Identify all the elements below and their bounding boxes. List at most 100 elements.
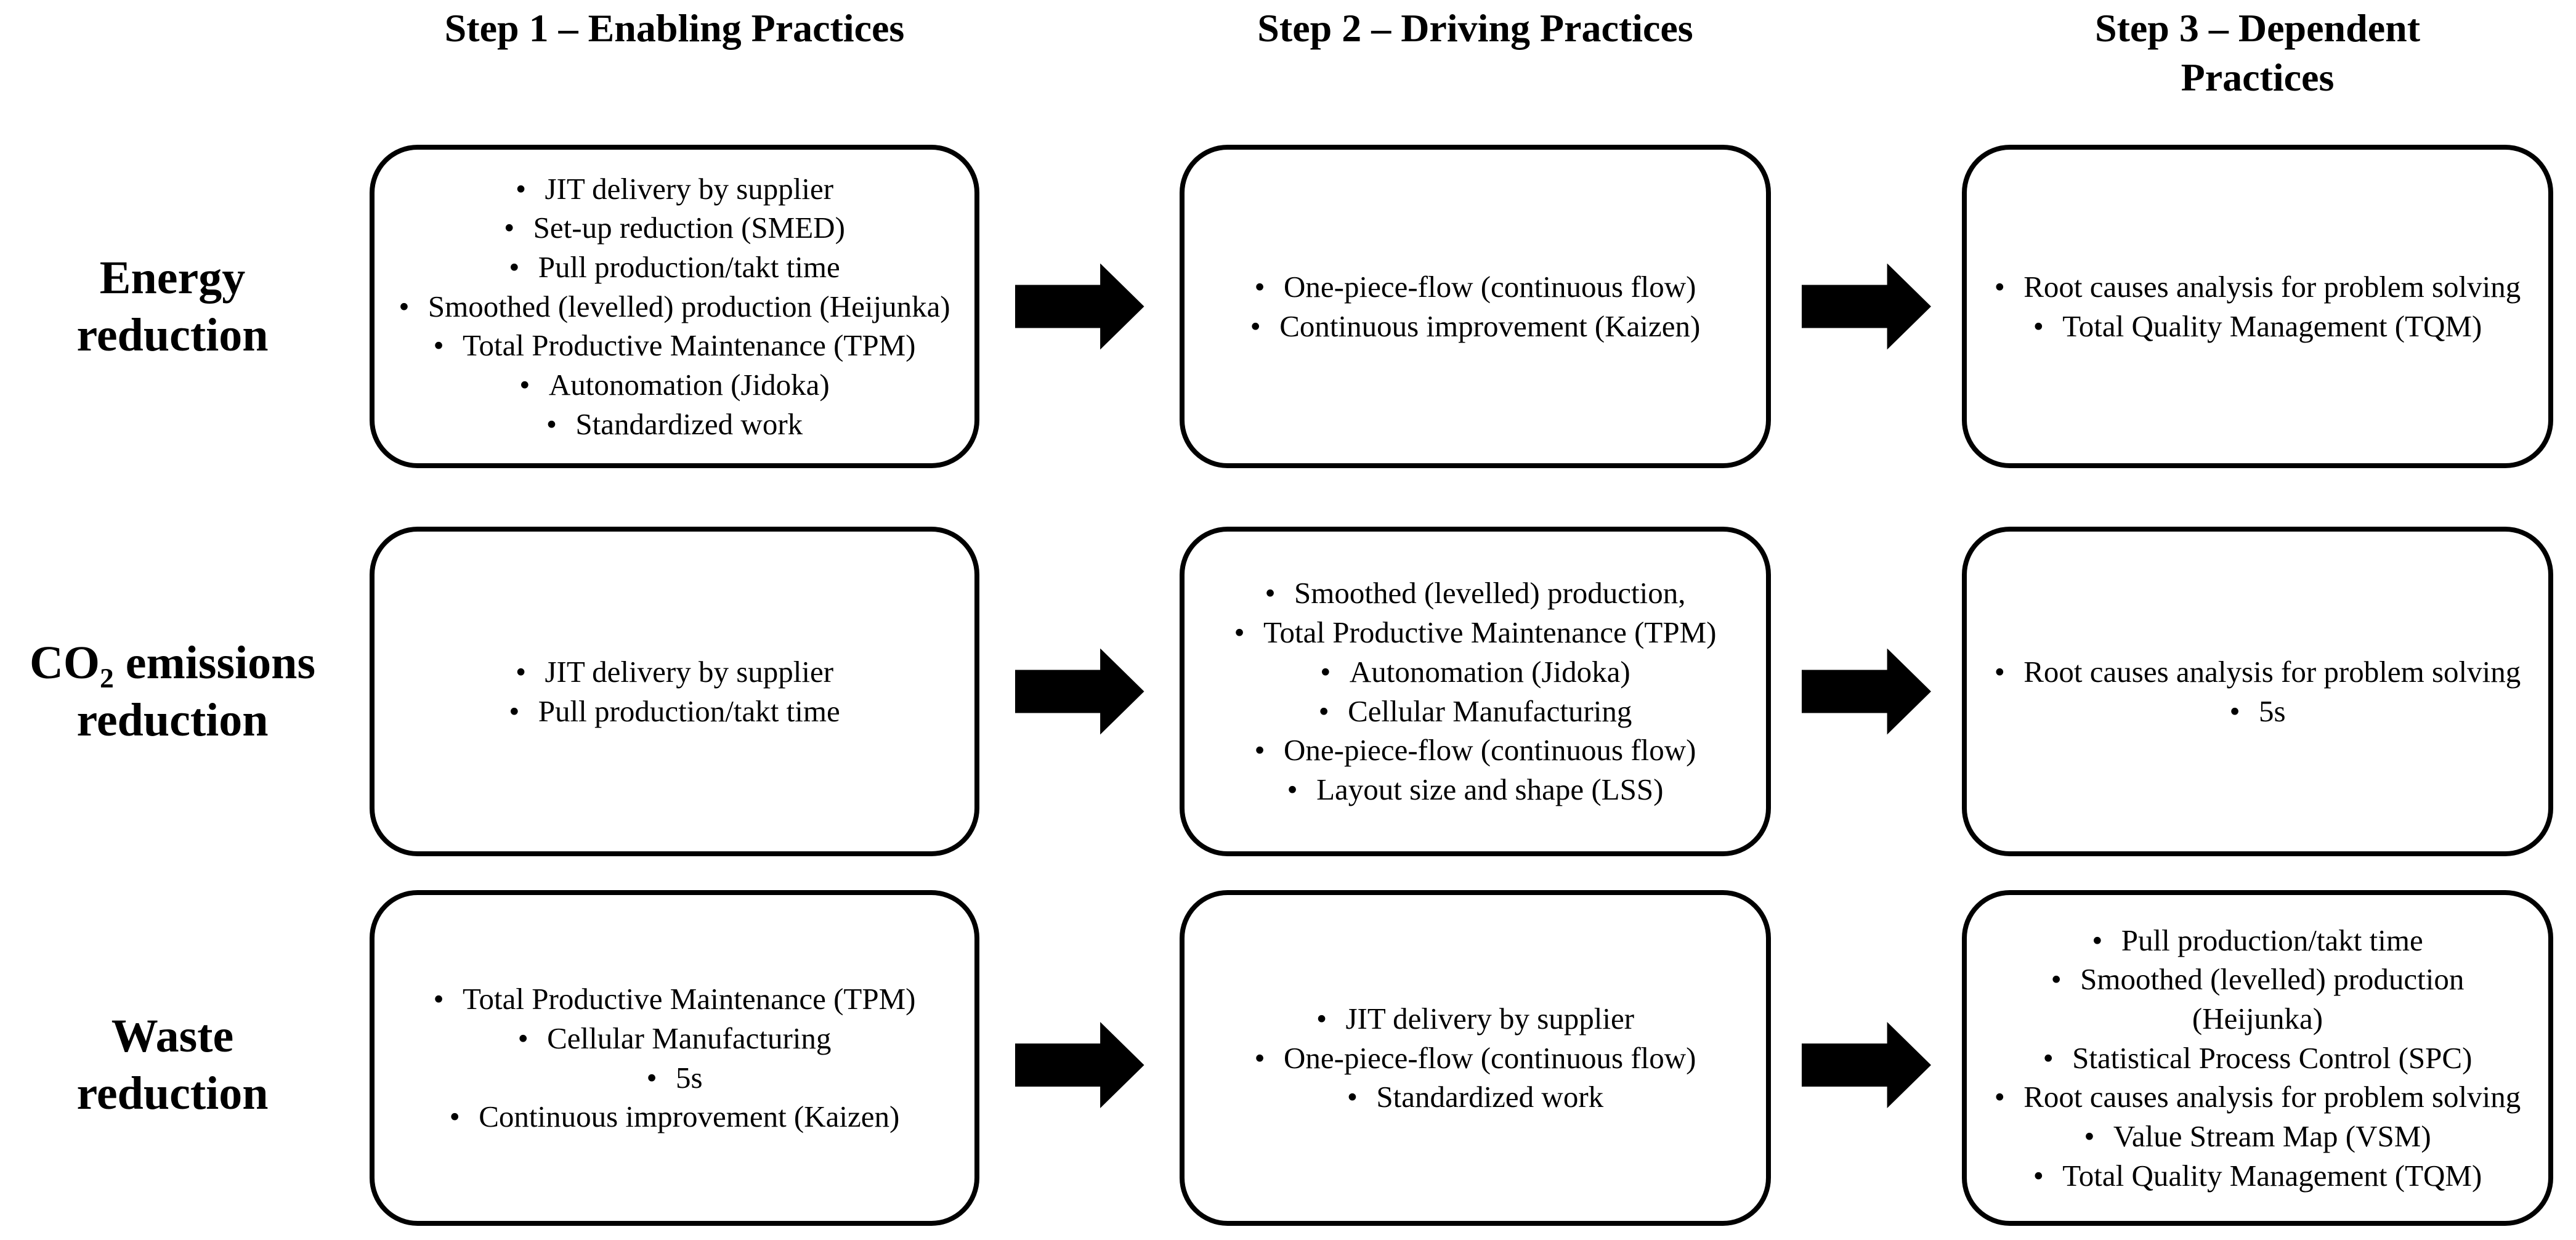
bullet-icon: •	[433, 982, 444, 1016]
practice-label: Pull production/takt time	[538, 249, 840, 284]
practice-item: •5s	[646, 1058, 702, 1098]
practice-item: •Autonomation (Jidoka)	[519, 365, 829, 405]
practice-label: Root causes analysis for problem solving	[2023, 1080, 2521, 1114]
bullet-icon: •	[2033, 1158, 2044, 1193]
practice-label: Cellular Manufacturing	[1348, 694, 1632, 728]
practice-item: • One-piece-flow (continuous flow)	[1255, 1039, 1696, 1078]
practice-item: •Set-up reduction (SMED)	[504, 208, 845, 248]
bullet-icon: •	[433, 328, 444, 363]
bullet-icon: •	[2092, 923, 2103, 957]
row-label-waste-reduction: Waste reduction	[0, 890, 345, 1240]
block-arrow-right-icon	[1802, 263, 1931, 350]
practice-item: • JIT delivery by supplier	[1316, 999, 1634, 1039]
practice-label: 5s	[675, 1060, 703, 1095]
practices-box-energy-step2: • One-piece-flow (continuous flow) • Contin…	[1180, 145, 1771, 468]
practice-label: One-piece-flow (continuous flow)	[1284, 269, 1696, 304]
practice-item: • Pull production/takt time	[509, 692, 840, 731]
practice-label: Standardized work	[575, 407, 803, 441]
block-arrow-right-icon	[1015, 263, 1144, 350]
bullet-icon: •	[1318, 694, 1329, 728]
practices-box-co2-step2: •Smoothed (levelled) production,•Total P…	[1180, 527, 1771, 856]
arrow-cell-co2-1	[979, 527, 1180, 856]
bullet-icon: •	[1994, 654, 2005, 689]
bullet-icon: •	[1265, 576, 1276, 610]
bullet-icon: •	[1320, 654, 1331, 689]
practice-label: Pull production/takt time	[538, 694, 840, 728]
practice-label: JIT delivery by supplier	[545, 654, 834, 689]
column-header-step2: Step 2 – Driving Practices	[1180, 0, 1771, 145]
practice-label: Layout size and shape (LSS)	[1316, 772, 1664, 806]
bullet-icon: •	[1250, 309, 1261, 343]
bullet-icon: •	[509, 694, 520, 728]
bullet-icon: •	[1316, 1001, 1327, 1035]
practice-label: 5s	[2258, 694, 2286, 728]
block-arrow-right-icon	[1015, 1022, 1144, 1108]
arrow-cell-energy-2	[1771, 145, 1962, 468]
practices-box-co2-step3: • Root causes analysis for problem solvin…	[1962, 527, 2553, 856]
practice-item: •Cellular Manufacturing	[518, 1019, 832, 1058]
bullet-icon: •	[2043, 1040, 2054, 1075]
practice-label: JIT delivery by supplier	[1345, 1001, 1635, 1035]
practice-label: Autonomation (Jidoka)	[1349, 654, 1630, 689]
practices-box-energy-step1: • JIT delivery by supplier•Set-up reducti…	[370, 145, 979, 468]
practice-label: Smoothed (levelled) production,	[1294, 576, 1686, 610]
practice-item: • Cellular Manufacturing	[1319, 692, 1632, 731]
practice-label: Total Productive Maintenance (TPM)	[463, 982, 916, 1016]
column-header-step1: Step 1 – Enabling Practices	[345, 0, 979, 145]
practice-label: Total Productive Maintenance (TPM)	[1263, 615, 1717, 650]
practice-item: • One-piece-flow (continuous flow)	[1255, 731, 1696, 770]
bullet-icon: •	[519, 368, 530, 402]
practice-item: • Pull production/takt time	[509, 248, 840, 287]
column-header-step1-text: Step 1 – Enabling Practices	[444, 6, 905, 50]
practice-item: •Total Productive Maintenance (TPM)	[1234, 613, 1717, 652]
practices-box-waste-step2: • JIT delivery by supplier • One-piece-flow…	[1180, 890, 1771, 1226]
bullet-icon: •	[1254, 733, 1265, 768]
practice-label: Total Quality Management (TQM)	[2062, 1158, 2482, 1193]
bullet-icon: •	[1347, 1080, 1358, 1114]
practices-box-co2-step1: • JIT delivery by supplier• Pull productio…	[370, 527, 979, 856]
bullet-icon: •	[1254, 269, 1265, 304]
practice-label: Continuous improvement (Kaizen)	[479, 1100, 900, 1134]
practice-label: Root causes analysis for problem solving	[2023, 269, 2521, 304]
practice-label: Value Stream Map (VSM)	[2113, 1119, 2431, 1154]
practice-item: • Root causes analysis for problem solvin…	[1995, 652, 2521, 692]
practice-item: • One-piece-flow (continuous flow)	[1255, 267, 1696, 307]
practice-label: Root causes analysis for problem solving	[2023, 654, 2521, 689]
practice-label: Continuous improvement (Kaizen)	[1279, 309, 1701, 343]
practice-item: • Total Productive Maintenance (TPM)	[434, 326, 916, 365]
practice-item: • Continuous improvement (Kaizen)	[450, 1097, 900, 1137]
bullet-icon: •	[509, 249, 520, 284]
arrow-cell-waste-1	[979, 890, 1180, 1240]
bullet-icon: •	[399, 289, 410, 323]
practices-box-waste-step1: •Total Productive Maintenance (TPM)•Cell…	[370, 890, 979, 1226]
practice-item: •Statistical Process Control (SPC)	[2043, 1039, 2473, 1078]
row-label-co2-emissions-reduction-text: CO₂ emissions reduction	[29, 636, 316, 746]
row-label-energy-reduction-text: Energy reduction	[76, 251, 269, 361]
bullet-icon: •	[2084, 1119, 2095, 1154]
block-arrow-right-icon	[1802, 1022, 1931, 1108]
practice-item: • Smoothed (levelled) production,	[1265, 573, 1685, 613]
bullet-icon: •	[2229, 694, 2240, 728]
row-label-energy-reduction: Energy reduction	[0, 145, 345, 468]
practice-label: Cellular Manufacturing	[547, 1021, 832, 1055]
bullet-icon: •	[1994, 1080, 2005, 1114]
practice-label: One-piece-flow (continuous flow)	[1284, 1040, 1696, 1075]
practice-item: • Continuous improvement (Kaizen)	[1250, 307, 1701, 346]
practice-label: Total Quality Management (TQM)	[2062, 309, 2482, 343]
practice-label: Smoothed (levelled) production (Heijunka…	[2080, 962, 2465, 1035]
practice-label: JIT delivery by supplier	[545, 171, 834, 206]
practices-box-energy-step3: •Root causes analysis for problem solvin…	[1962, 145, 2553, 468]
practice-item: • Autonomation (Jidoka)	[1320, 652, 1630, 692]
practice-label: One-piece-flow (continuous flow)	[1284, 733, 1696, 768]
practice-item: • 5s	[2229, 692, 2285, 731]
practice-item: •Layout size and shape (LSS)	[1287, 770, 1664, 809]
practice-label: Total Productive Maintenance (TPM)	[463, 328, 916, 363]
bullet-icon: •	[1254, 1040, 1265, 1075]
bullet-icon: •	[546, 407, 557, 441]
practice-item: •Total Quality Management (TQM)	[2033, 307, 2482, 346]
row-label-co2-emissions-reduction: CO₂ emissions reduction	[0, 527, 345, 856]
practice-item: • Value Stream Map (VSM)	[2084, 1117, 2431, 1156]
practices-box-waste-step3: •Pull production/takt time•Smoothed (lev…	[1962, 890, 2553, 1226]
bullet-icon: •	[449, 1100, 460, 1134]
